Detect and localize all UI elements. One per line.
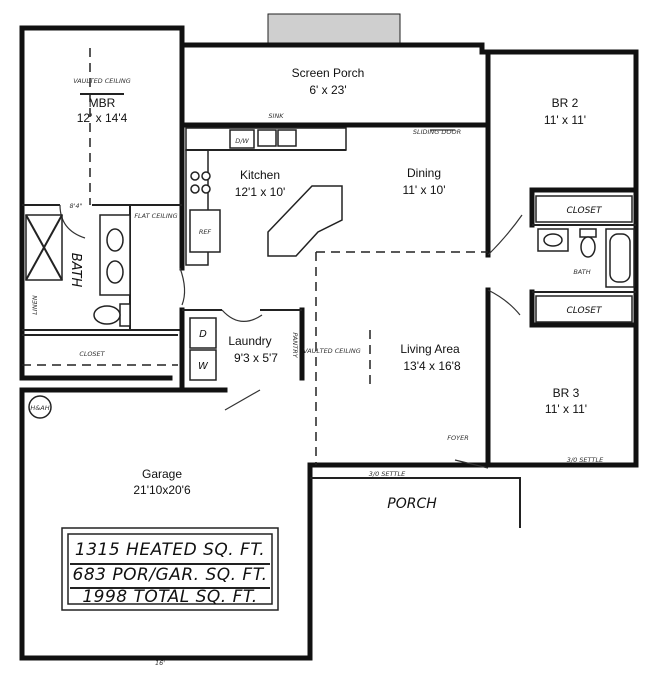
heat-label: H&AH [30, 404, 49, 412]
kitchen-name: Kitchen [240, 168, 280, 182]
dryer-label: D [199, 329, 207, 340]
screen-porch-name: Screen Porch [292, 66, 365, 80]
room-labels: VAULTED CEILING MBR 12' x 14'4 Screen Po… [68, 66, 591, 512]
porch-garage-sqft: 683 POR/GAR. SQ. FT. [73, 565, 268, 585]
closet-br2 [535, 195, 633, 223]
living-name: Living Area [400, 342, 460, 356]
chimney [267, 13, 401, 47]
area-summary: 1315 HEATED SQ. FT. 683 POR/GAR. SQ. FT.… [70, 540, 270, 607]
closet-br2-label: CLOSET [566, 206, 603, 216]
total-sqft: 1998 TOTAL SQ. FT. [82, 587, 257, 607]
window-sink-label: SINK [268, 112, 284, 120]
br3-name: BR 3 [553, 386, 580, 400]
screen-porch-dim: 6' x 23' [309, 83, 346, 97]
vaulted-ceiling-label: VAULTED CEILING [303, 347, 361, 355]
window-front-left-label: 3/0 SETTLE [369, 470, 406, 478]
washer-label: W [198, 361, 209, 372]
dining-dim: 11' x 10' [402, 183, 445, 197]
outer-walls [19, 25, 639, 661]
mbr-name: MBR [89, 96, 116, 110]
toilet-icon [93, 305, 121, 325]
walk-in-closet-label: CLOSET [79, 350, 105, 358]
garage-dim: 21'10x20'6 [133, 483, 191, 497]
porch-name: PORCH [387, 496, 437, 512]
mbr-dim: 12' x 14'4 [77, 111, 128, 125]
kitchen-island [267, 185, 343, 257]
hall-bath-name: BATH [573, 268, 590, 276]
ref-label: REF [199, 228, 212, 236]
foyer-label: FOYER [447, 434, 468, 442]
dim-84-label: 8'4" [69, 202, 82, 210]
small-labels: CLOSET CLOSET D/W REF W D 8'4" 16' FLAT … [30, 112, 604, 667]
fixtures [25, 129, 635, 611]
sink-icon [106, 228, 124, 252]
laundry-name: Laundry [228, 334, 271, 348]
dining-name: Dining [407, 166, 441, 180]
water-heater-icon [28, 395, 52, 419]
garage-name: Garage [142, 467, 182, 481]
br2-name: BR 2 [552, 96, 579, 110]
linen-label: LINEN [31, 295, 39, 315]
sink-icon [106, 260, 124, 284]
dw-label: D/W [235, 137, 249, 145]
master-bath-name: BATH [68, 253, 83, 288]
window-front-right-label: 3/0 SETTLE [567, 456, 604, 464]
closet-br3 [535, 295, 633, 323]
sliding-door-label: SLIDING DOOR [413, 128, 461, 136]
kitchen-dim: 12'1 x 10' [235, 185, 286, 199]
br3-dim: 11' x 11' [545, 402, 587, 416]
heated-sqft: 1315 HEATED SQ. FT. [75, 540, 265, 560]
mbr-note: VAULTED CEILING [73, 77, 131, 85]
flat-ceiling-label: FLAT CEILING [134, 212, 177, 220]
closet-br3-label: CLOSET [566, 306, 603, 316]
doors [59, 129, 523, 469]
br2-dim: 11' x 11' [544, 113, 586, 127]
laundry-dim: 9'3 x 5'7 [234, 351, 278, 365]
dim-16-label: 16' [155, 659, 165, 667]
pantry-label: PANTRY [291, 332, 299, 358]
living-dim: 13'4 x 16'8 [403, 359, 461, 373]
